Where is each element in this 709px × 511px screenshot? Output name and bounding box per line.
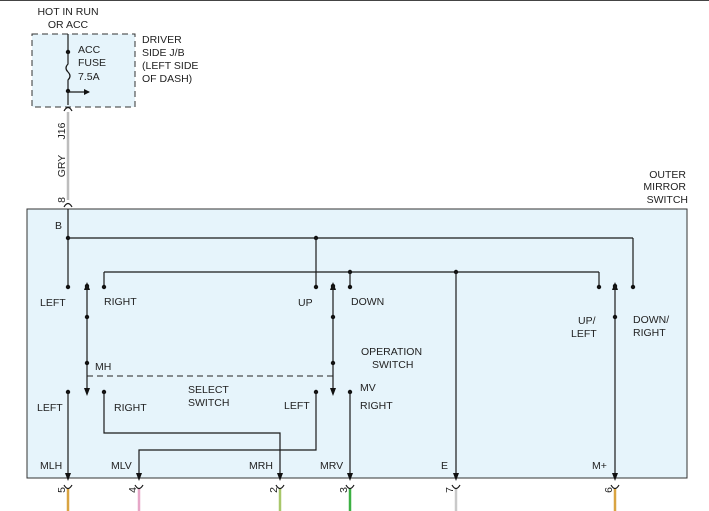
junction-label-line1: DRIVER — [142, 34, 182, 46]
pin-mlv-label: 4 — [127, 487, 139, 493]
operation-switch-label-line2: SWITCH — [372, 359, 413, 371]
pin-mrv-label: 3 — [338, 487, 350, 493]
ground-arrow-icon — [453, 473, 459, 481]
fuse-label-line3: 7.5A — [78, 71, 100, 83]
mv-label: MV — [360, 382, 376, 394]
junction-label-line2: SIDE J/B — [142, 47, 185, 59]
outer-mirror-switch-box — [26, 208, 688, 479]
operation-switch-m-arm — [612, 282, 618, 481]
contact-up — [313, 284, 319, 290]
pin-connector-mlv-icon — [134, 484, 144, 490]
contact-right-top-label: RIGHT — [104, 296, 137, 308]
terminal-m-plus-label: M+ — [592, 460, 607, 472]
power-source-label-line1: HOT IN RUN — [37, 6, 98, 18]
fuse-icon — [65, 52, 71, 91]
terminal-b-label: B — [55, 220, 62, 232]
fuse-label-line2: FUSE — [78, 57, 106, 69]
contact-left-mv-label: LEFT — [284, 400, 310, 412]
mlh-arrow-icon — [65, 473, 71, 481]
mrv-arrow-icon — [347, 473, 353, 481]
junction-label-line3: (LEFT SIDE — [142, 60, 198, 72]
component-name-line2: MIRROR — [643, 181, 686, 193]
contact-left-mh-label: LEFT — [37, 402, 63, 414]
pin-m-plus-label: 6 — [603, 487, 615, 493]
contact-right-mh-label: RIGHT — [114, 402, 147, 414]
pin-connector-mlh-icon — [63, 484, 73, 490]
operation-switch-h-arm — [84, 282, 90, 396]
component-name-line1: OUTER — [649, 169, 686, 181]
contact-down-label: DOWN — [351, 296, 384, 308]
contact-up-left — [596, 284, 602, 290]
driver-junction-block — [31, 33, 136, 108]
arrow-right-icon — [84, 89, 90, 95]
connector-j16-label: J16 — [56, 122, 68, 139]
mlv-arrow-icon — [136, 473, 142, 481]
contact-down-right — [630, 284, 636, 290]
terminal-mlh-label: MLH — [40, 460, 62, 472]
pin-connector-mrh-icon — [275, 484, 285, 490]
pin-mrh-label: 2 — [268, 487, 280, 493]
contact-down-right-label-line2: RIGHT — [633, 327, 666, 339]
contact-right-top — [101, 284, 107, 290]
contact-up-left-label-line2: LEFT — [571, 328, 597, 340]
pin-mlh-label: 5 — [56, 487, 68, 493]
contact-up-left-label-line1: UP/ — [578, 315, 596, 327]
terminal-mrv-label: MRV — [320, 460, 343, 472]
terminal-mlv-label: MLV — [111, 460, 132, 472]
contact-down-right-label-line1: DOWN/ — [633, 314, 669, 326]
fuse-label-line1: ACC — [78, 44, 101, 56]
connector-pin-8-icon — [63, 202, 73, 208]
contact-left-top-label: LEFT — [40, 297, 66, 309]
pin-e-label: 7 — [444, 487, 456, 493]
mlv-wire — [138, 392, 317, 478]
select-switch-label-line2: SWITCH — [188, 397, 229, 409]
operation-switch-label-line1: OPERATION — [361, 346, 422, 358]
select-switch-label-line1: SELECT — [188, 384, 229, 396]
operation-switch-v-arm — [330, 282, 336, 396]
pin-connector-mrv-icon — [345, 484, 355, 490]
power-source-label-line2: OR ACC — [48, 19, 89, 31]
terminal-pins: 5 4 2 3 7 6 — [56, 484, 620, 511]
mrh-arrow-icon — [277, 473, 283, 481]
mh-label: MH — [95, 361, 111, 373]
contact-up-label: UP — [298, 297, 313, 309]
connector-j16-icon — [63, 106, 73, 112]
junction-label-line4: OF DASH) — [142, 73, 192, 85]
terminal-mrh-label: MRH — [249, 460, 273, 472]
pin-connector-e-icon — [451, 484, 461, 490]
contact-down — [347, 284, 353, 290]
mrh-wire — [103, 392, 281, 478]
connector-pin-8-label: 8 — [56, 197, 68, 203]
wire-color-gry-label: GRY — [56, 155, 68, 178]
terminal-e-label: E — [441, 460, 448, 472]
pin-connector-m-plus-icon — [610, 484, 620, 490]
contact-left-top — [65, 284, 71, 290]
component-name-line3: SWITCH — [647, 194, 688, 206]
contact-right-mv-label: RIGHT — [360, 400, 393, 412]
